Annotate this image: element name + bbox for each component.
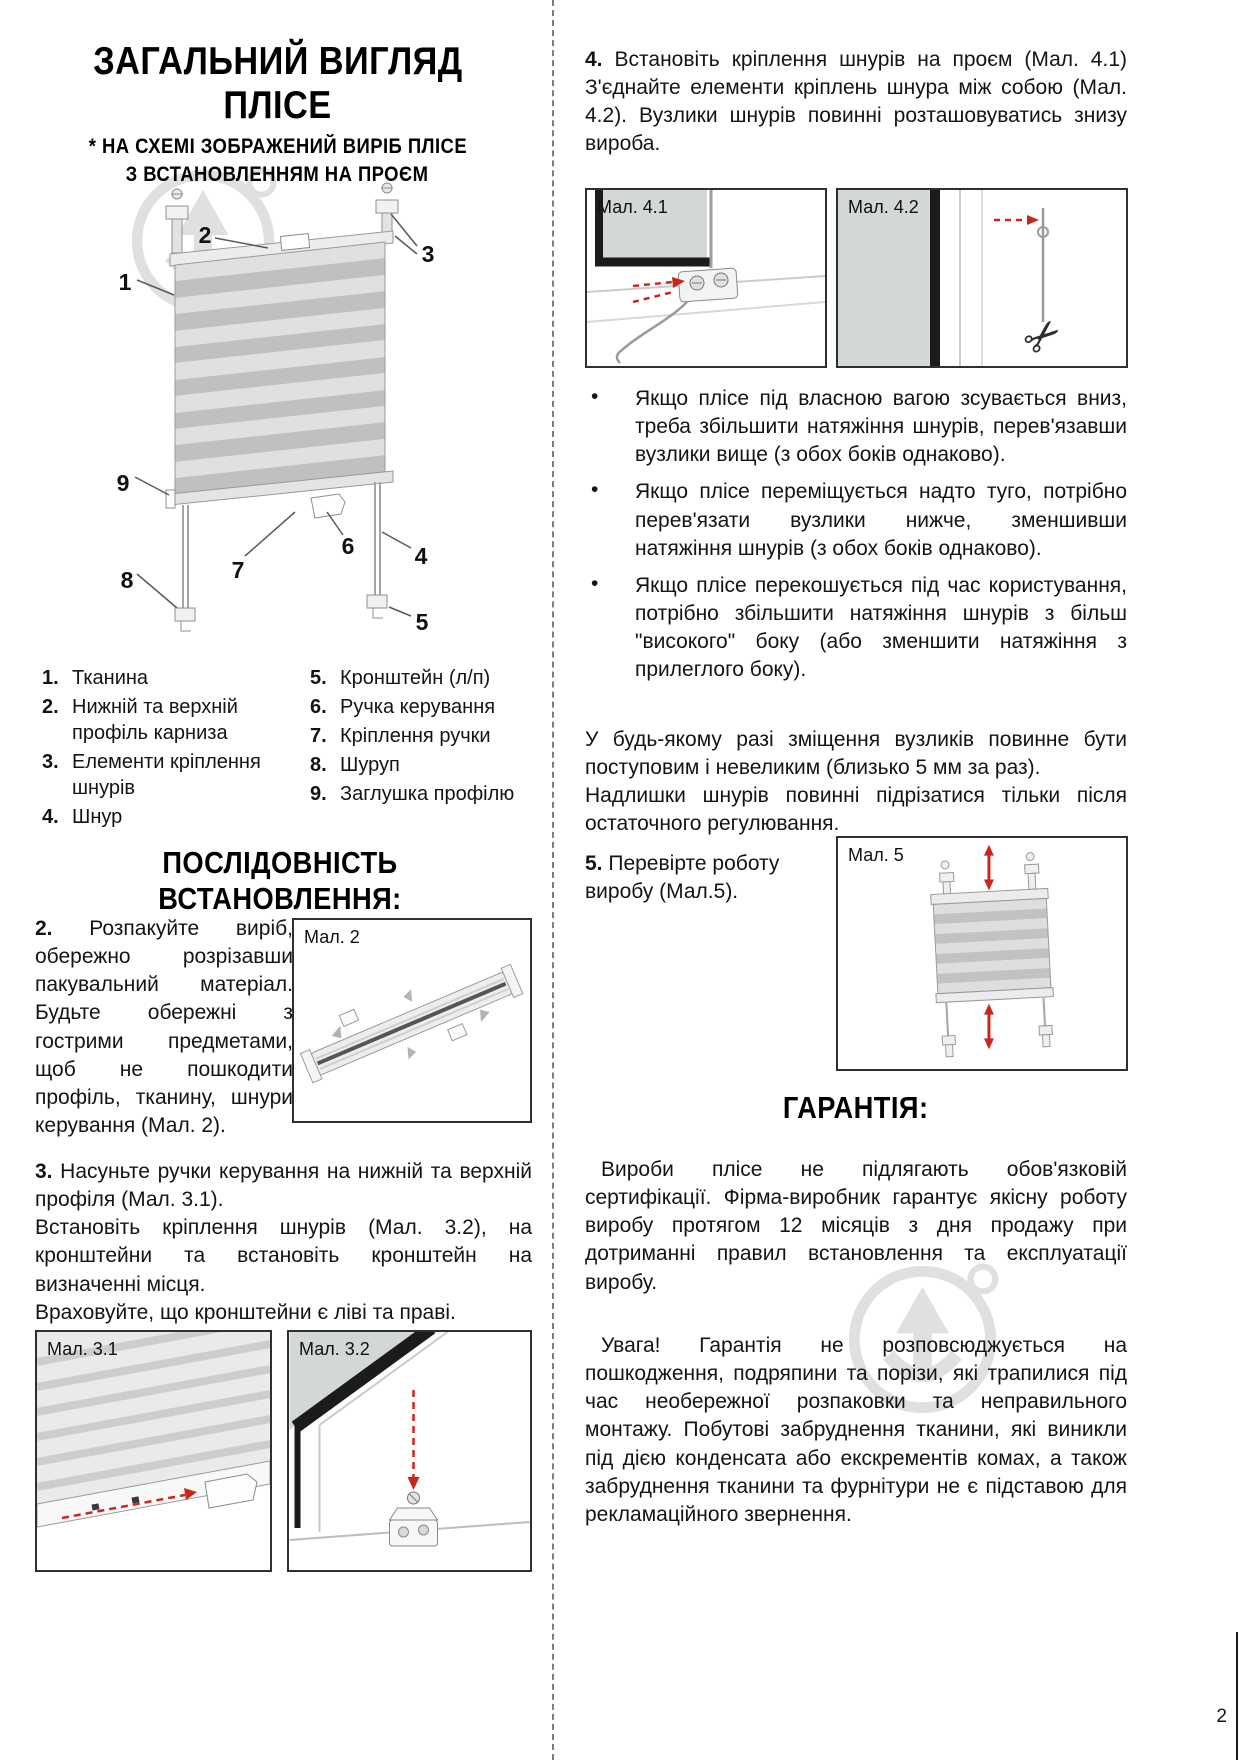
list-item: Якщо плісе переміщується надто туго, пот… <box>585 478 1127 562</box>
figure-4-2: Мал. 4.2 ✂ <box>836 188 1128 368</box>
callout-7: 7 <box>232 557 245 583</box>
figure-3-1-label: Мал. 3.1 <box>47 1339 118 1359</box>
blind-diagram: 1 2 3 4 5 6 7 8 9 <box>25 180 530 660</box>
figure-3-2: Мал. 3.2 <box>287 1330 532 1572</box>
install-sequence-heading: ПОСЛІДОВНІСТЬ ВСТАНОВЛЕННЯ: <box>158 845 402 916</box>
callout-2: 2 <box>199 222 212 248</box>
bullet-icon <box>585 478 635 562</box>
legend-item: 5.Кронштейн (л/п) <box>310 667 491 689</box>
diagram-legend: 1.Тканина 2.Нижній та верхній профіль ка… <box>42 665 532 833</box>
figure-3-1: Мал. 3.1 <box>35 1330 272 1572</box>
blind-diagram-art: 1 2 3 4 5 6 7 8 9 <box>117 182 435 635</box>
legend-item: 2.Нижній та верхній профіль карниза <box>42 696 238 744</box>
legend-item: 1.Тканина <box>42 667 149 689</box>
callout-5: 5 <box>416 609 429 635</box>
figure-4-1-art <box>587 190 825 364</box>
step-2-paragraph: 2. Розпакуйте виріб, обережно розрізавши… <box>35 917 293 1137</box>
legend-item: 8.Шуруп <box>310 754 400 776</box>
center-divider <box>552 0 554 1760</box>
warranty-paragraph-1: Вироби плісе не підлягають обов'язковій … <box>585 1158 1127 1294</box>
legend-item: 3.Елементи кріплення шнурів <box>42 751 261 799</box>
figure-2: Мал. 2 <box>292 918 532 1123</box>
page-subtitle: * НА СХЕМІ ЗОБРАЖЕНИЙ ВИРІБ ПЛІСЕ З ВСТА… <box>88 135 467 186</box>
figure-5-art <box>930 844 1054 1058</box>
callout-3: 3 <box>422 241 435 267</box>
warranty-paragraph-2: Увага! Гарантія не розповсюджується на п… <box>585 1334 1127 1526</box>
figure-3-2-art <box>289 1332 530 1547</box>
bullet-icon <box>585 385 635 469</box>
callout-8: 8 <box>121 567 134 593</box>
legend-item: 7.Кріплення ручки <box>310 725 491 747</box>
legend-item: 9.Заглушка профілю <box>310 783 515 805</box>
legend-item: 4.Шнур <box>42 806 123 828</box>
figure-3-2-label: Мал. 3.2 <box>299 1339 370 1359</box>
list-item: Якщо плісе перекошується під час користу… <box>585 572 1127 685</box>
page-number: 2 <box>1216 1706 1227 1727</box>
callout-4: 4 <box>415 543 428 569</box>
adjustment-bullet-list: Якщо плісе під власною вагою зсувається … <box>585 385 1127 693</box>
figure-4-1: Мал. 4.1 <box>585 188 827 368</box>
step-3-paragraph: 3. Насуньте ручки керування на нижній та… <box>35 1160 532 1324</box>
scissors-icon: ✂ <box>1013 306 1073 366</box>
page-title: ЗАГАЛЬНИЙ ВИГЛЯД ПЛІСЕ <box>92 40 463 127</box>
figure-5: Мал. 5 <box>836 836 1128 1071</box>
page-edge-mark <box>1236 1632 1238 1760</box>
legend-item: 6.Ручка керування <box>310 696 496 718</box>
callout-6: 6 <box>342 533 355 559</box>
figure-4-1-label: Мал. 4.1 <box>597 197 668 217</box>
legend-column-1: 1.Тканина 2.Нижній та верхній профіль ка… <box>42 665 310 833</box>
figure-3-1-art <box>37 1332 270 1528</box>
warranty-heading: ГАРАНТІЯ: <box>783 1090 929 1125</box>
figure-2-label: Мал. 2 <box>304 927 360 947</box>
adjustment-note: У будь-якому разі зміщення вузликів пови… <box>585 728 1127 836</box>
figure-5-label: Мал. 5 <box>848 845 904 865</box>
figure-4-2-label: Мал. 4.2 <box>848 197 919 217</box>
step-5-paragraph: 5. Перевірте роботу виробу (Мал.5). <box>585 852 780 904</box>
figure-4-2-art: ✂ <box>838 190 1073 366</box>
figure-2-art <box>299 963 524 1084</box>
callout-9: 9 <box>117 470 130 496</box>
step-4-paragraph: 4. Встановіть кріплення шнурів на проєм … <box>585 48 1127 156</box>
callout-1: 1 <box>119 269 132 295</box>
list-item: Якщо плісе під власною вагою зсувається … <box>585 385 1127 469</box>
logo-watermark <box>848 1263 999 1414</box>
bullet-icon <box>585 572 635 685</box>
legend-column-2: 5.Кронштейн (л/п) 6.Ручка керування 7.Кр… <box>310 665 532 833</box>
